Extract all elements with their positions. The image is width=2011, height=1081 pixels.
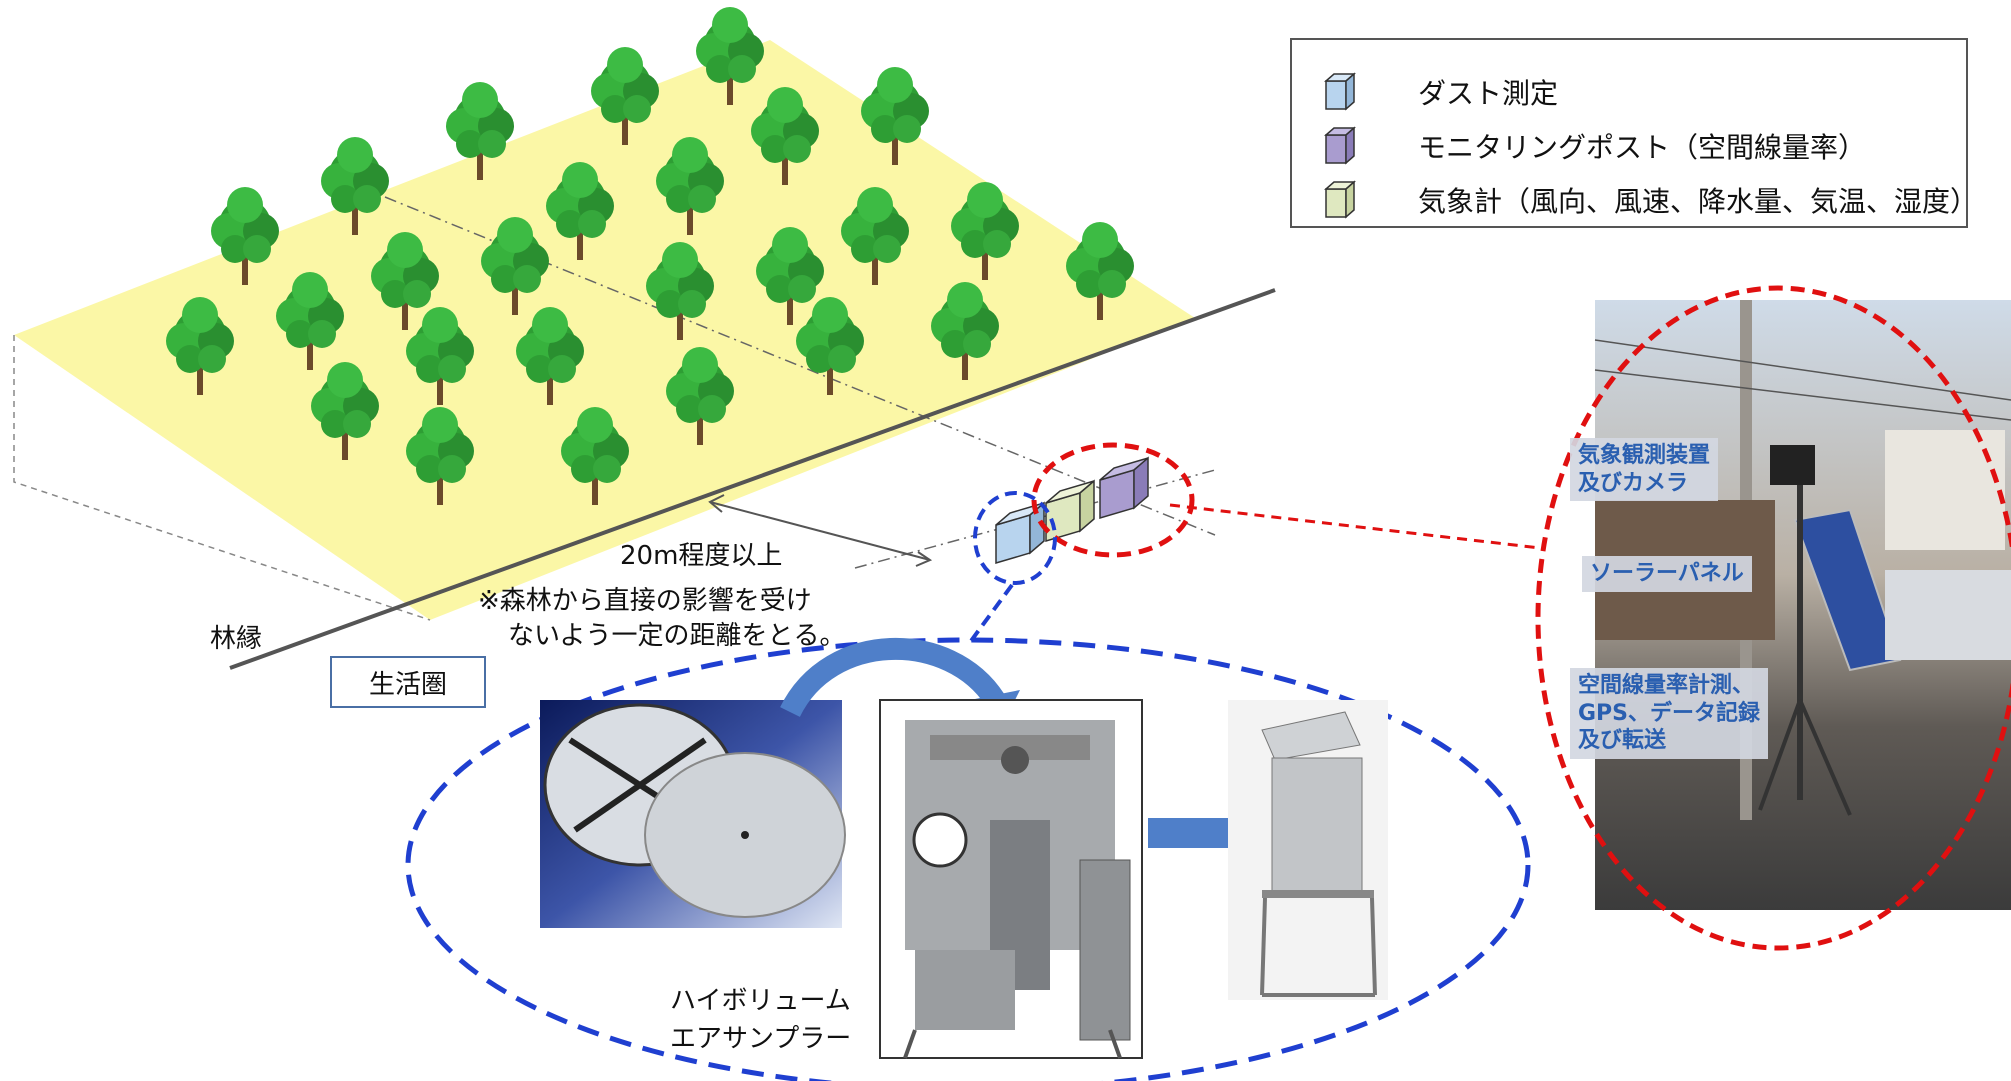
- forest-floor: [14, 40, 1195, 620]
- legend-item-dust: ダスト測定: [1322, 70, 1558, 114]
- dust-box: [995, 501, 1045, 565]
- forest-edge-label: 林縁: [210, 624, 263, 654]
- legend-item-monitoring-post: モニタリングポスト（空間線量率）: [1322, 124, 1866, 168]
- legend-box: ダスト測定 モニタリングポスト（空間線量率） 気象計（風向、風速、降水量、気温、…: [1290, 38, 1978, 228]
- sampler-label-line-1: ハイボリューム: [670, 986, 851, 1016]
- weather-box: [1045, 479, 1095, 543]
- sampler-label-line-2: エアサンプラー: [670, 1024, 852, 1054]
- monitoring-post-box-icon: [1324, 126, 1356, 165]
- station-photo: [1594, 300, 2011, 910]
- legend-label-monitoring-post: モニタリングポスト（空間線量率）: [1418, 131, 1867, 164]
- note-line-2: ないよう一定の距離をとる。: [508, 621, 846, 651]
- blue-connector: [966, 583, 1014, 647]
- photo-label-dose: 空間線量率計測、 GPS、データ記録 及び転送: [1570, 668, 1769, 759]
- monitoring-post-box: [1099, 456, 1149, 520]
- filter-image: [540, 700, 846, 928]
- forest-edge-line: [229, 288, 1276, 670]
- distance-arrow: [709, 501, 931, 561]
- legend-label-dust: ダスト測定: [1418, 77, 1559, 110]
- living-area-label: 生活圏: [330, 656, 486, 708]
- shelter-image: [1228, 700, 1388, 1000]
- distance-label: 20m程度以上: [620, 541, 783, 571]
- curved-arrow: [780, 638, 1005, 718]
- sampler-image: [879, 699, 1143, 1059]
- sampler-ellipse: [405, 637, 1531, 1081]
- photo-label-weather: 気象観測装置 及びカメラ: [1570, 438, 1719, 501]
- legend-label-weather: 気象計（風向、風速、降水量、気温、湿度）: [1418, 185, 1979, 218]
- ground-outline: [13, 335, 431, 621]
- red-connector: [1169, 503, 1541, 550]
- note-line-1: ※森林から直接の影響を受け: [478, 586, 812, 616]
- weather-box-icon: [1324, 180, 1356, 219]
- station-highlight-ellipse: [1535, 285, 2011, 951]
- dust-highlight-ellipse: [973, 491, 1057, 585]
- dust-box-icon: [1324, 72, 1356, 111]
- legend-item-weather: 気象計（風向、風速、降水量、気温、湿度）: [1322, 178, 1978, 222]
- photo-label-solar: ソーラーパネル: [1582, 556, 1752, 592]
